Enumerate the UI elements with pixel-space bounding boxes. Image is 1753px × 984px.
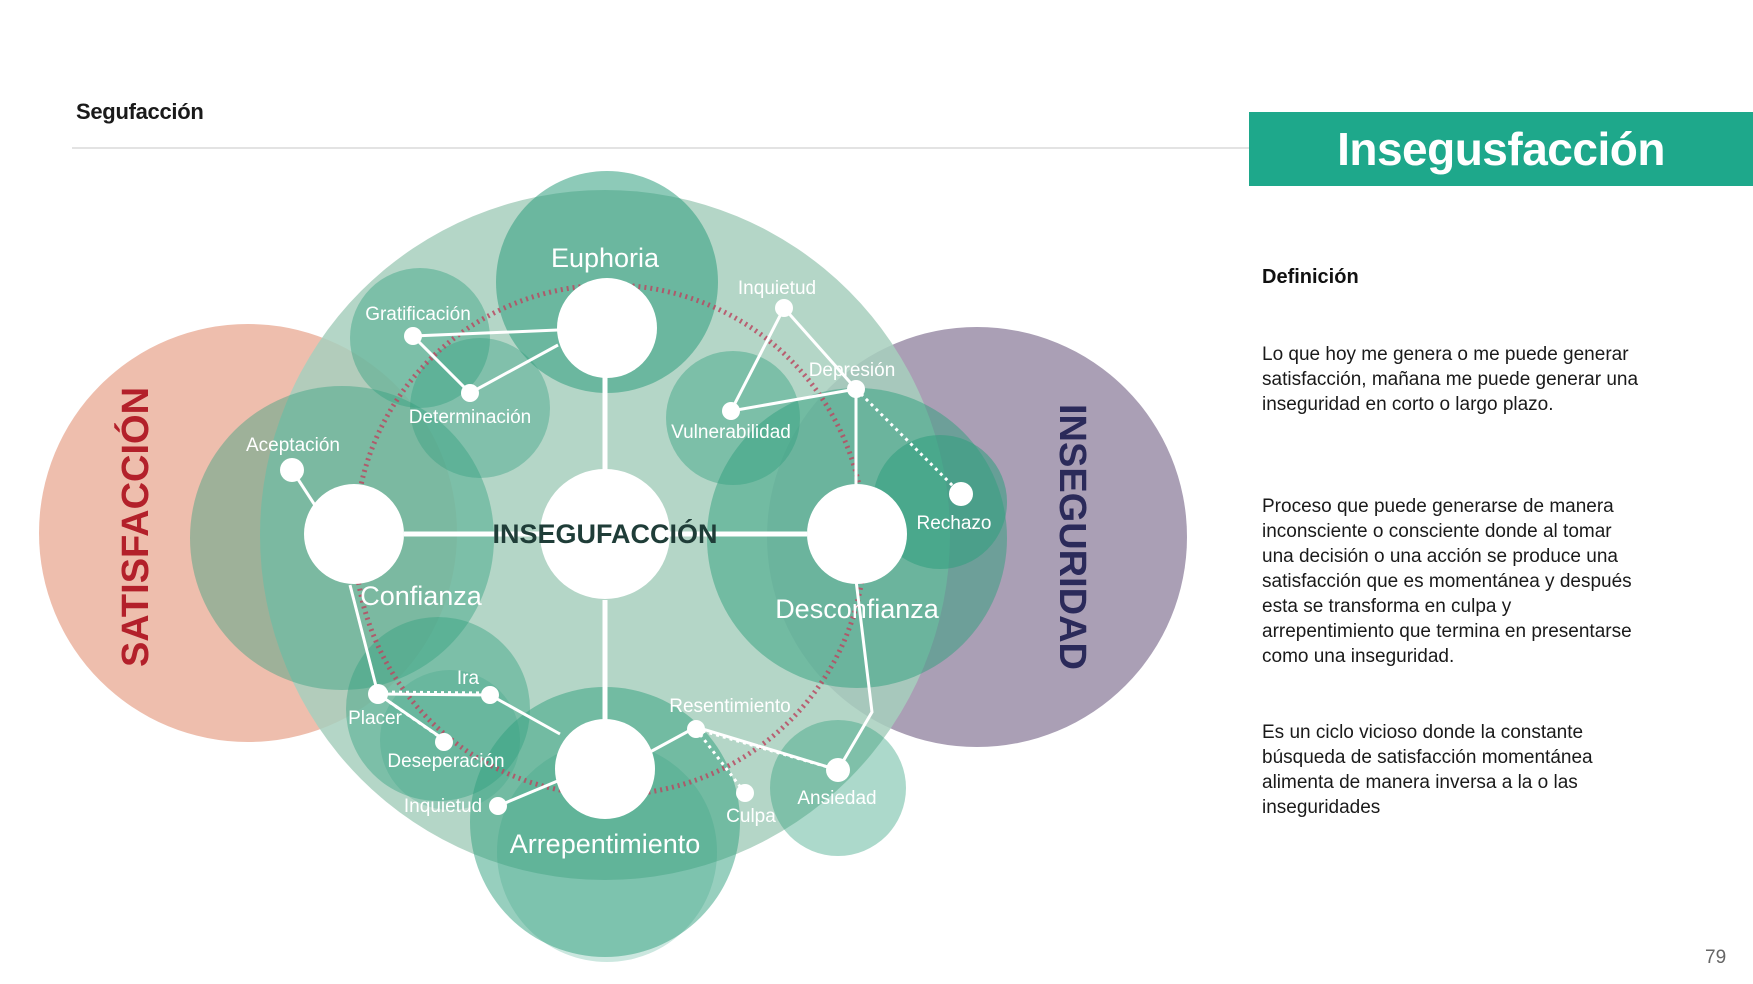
ansiedad-dot bbox=[826, 758, 850, 782]
determinacion-halo bbox=[410, 338, 550, 478]
gratificacion-label: Gratificación bbox=[365, 304, 471, 325]
aceptacion-dot bbox=[280, 458, 304, 482]
desesperacion-label: Deseperación bbox=[387, 751, 504, 772]
definition-paragraph-1: Lo que hoy me genera o me puede generar … bbox=[1262, 344, 1639, 415]
depresion-label: Depresión bbox=[809, 360, 896, 381]
insegufaccion-diagram: SATISFACCIÓN INSEGURIDAD INSEGUFACCIÓN E… bbox=[39, 171, 1187, 962]
culpa-dot bbox=[736, 784, 754, 802]
depresion-dot bbox=[847, 380, 865, 398]
placer-halo bbox=[346, 617, 530, 801]
gratificacion-dot bbox=[404, 327, 422, 345]
ansiedad-halo bbox=[770, 720, 906, 856]
ansiedad-label: Ansiedad bbox=[797, 788, 876, 809]
page-title: Insegusfacción bbox=[1249, 112, 1753, 186]
confianza-node bbox=[304, 484, 404, 584]
resentimiento-label: Resentimiento bbox=[669, 696, 790, 717]
vulnerabilidad-dot bbox=[722, 402, 740, 420]
arrepentimiento-halo bbox=[470, 687, 740, 957]
placer-label: Placer bbox=[348, 708, 403, 729]
inseguridad-label: INSEGURIDAD bbox=[1051, 404, 1093, 670]
header-divider bbox=[72, 147, 1250, 149]
ira-label: Ira bbox=[457, 668, 480, 689]
desconfianza-node bbox=[807, 484, 907, 584]
desesperacion-dot bbox=[435, 733, 453, 751]
euphoria-node bbox=[557, 278, 657, 378]
definition-paragraph-2: Proceso que puede generarse de manera in… bbox=[1262, 496, 1632, 667]
page-number: 79 bbox=[1705, 947, 1727, 968]
inquietud-bottom-label: Inquietud bbox=[404, 796, 482, 817]
resentimiento-dot bbox=[687, 720, 705, 738]
determinacion-dot bbox=[461, 384, 479, 402]
satisfaccion-label: SATISFACCIÓN bbox=[113, 387, 157, 667]
euphoria-label: Euphoria bbox=[551, 243, 660, 273]
ira-dot bbox=[481, 686, 499, 704]
confianza-label: Confianza bbox=[360, 581, 483, 611]
section-label: Segufacción bbox=[76, 99, 204, 124]
spokes bbox=[404, 330, 807, 720]
rechazo-dot bbox=[949, 482, 973, 506]
dashed-connections bbox=[377, 387, 963, 794]
vulnerabilidad-label: Vulnerabilidad bbox=[671, 422, 791, 443]
sub-node-dots bbox=[280, 299, 973, 815]
arrepentimiento-halo-low bbox=[497, 742, 717, 962]
center-label: INSEGUFACCIÓN bbox=[492, 518, 717, 549]
rechazo-label: Rechazo bbox=[917, 513, 992, 534]
culpa-label: Culpa bbox=[726, 806, 776, 827]
aceptacion-label: Aceptación bbox=[246, 435, 340, 456]
definition-heading: Definición bbox=[1262, 266, 1359, 288]
arrepentimiento-label: Arrepentimiento bbox=[510, 829, 701, 859]
inquietud-top-label: Inquietud bbox=[738, 278, 816, 299]
center-node bbox=[540, 469, 670, 599]
arrepentimiento-node bbox=[555, 719, 655, 819]
desconfianza-label: Desconfianza bbox=[775, 594, 940, 624]
determinacion-label: Determinación bbox=[409, 407, 532, 428]
placer-dot bbox=[368, 684, 388, 704]
definition-paragraph-3: Es un ciclo vicioso donde la constante b… bbox=[1262, 722, 1593, 818]
sub-labels: Gratificación Determinación Aceptación I… bbox=[246, 278, 992, 827]
inquietud-top-dot bbox=[775, 299, 793, 317]
inquietud-bottom-dot bbox=[489, 797, 507, 815]
